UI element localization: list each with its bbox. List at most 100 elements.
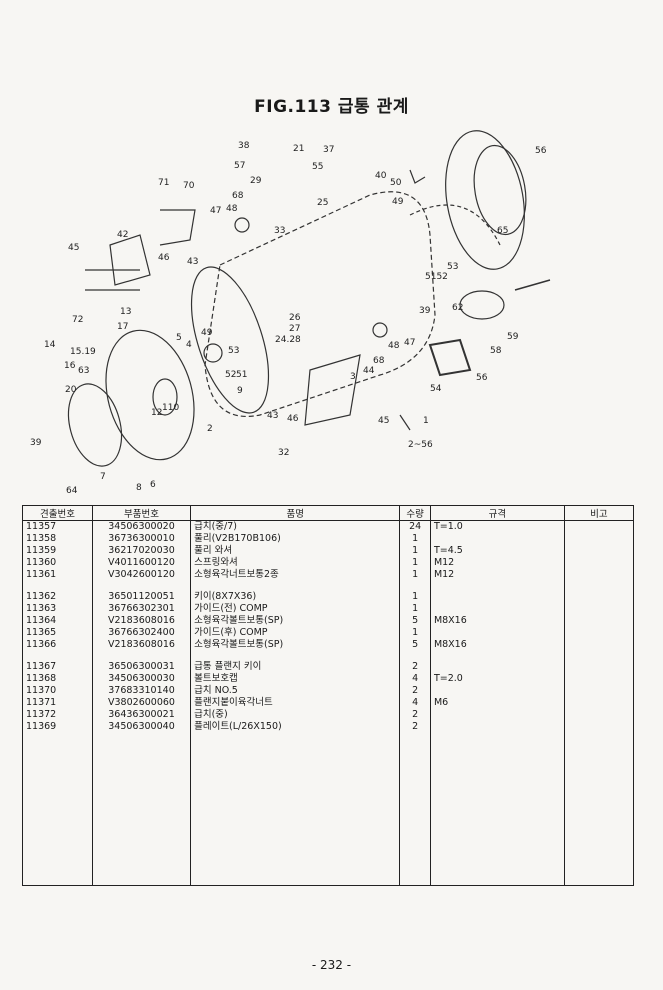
svg-text:21: 21 bbox=[293, 144, 304, 154]
qty: 4 bbox=[399, 697, 431, 709]
part-name: 볼트보호캡 bbox=[190, 673, 401, 685]
ref-no: 11370 bbox=[22, 685, 93, 697]
ref-no: 11357 bbox=[22, 520, 93, 533]
part-no: V3042600120 bbox=[91, 569, 192, 581]
spec: M8X16 bbox=[429, 615, 565, 627]
part-name: 스프링와셔 bbox=[190, 557, 401, 569]
part-no: 36217020030 bbox=[91, 545, 192, 557]
ref-no: 11358 bbox=[22, 533, 93, 545]
spec: T=1.0 bbox=[429, 520, 565, 533]
note bbox=[563, 569, 635, 581]
part-name: 플랜지붙이육각너트 bbox=[190, 697, 401, 709]
svg-text:49: 49 bbox=[392, 197, 404, 207]
svg-text:53: 53 bbox=[447, 262, 458, 272]
svg-text:50: 50 bbox=[390, 178, 402, 188]
qty: 4 bbox=[399, 673, 431, 685]
part-name: 급치(중) bbox=[190, 709, 401, 721]
note bbox=[563, 520, 635, 533]
svg-text:52: 52 bbox=[225, 370, 236, 380]
svg-text:20: 20 bbox=[65, 385, 77, 395]
note bbox=[563, 709, 635, 721]
svg-text:42: 42 bbox=[117, 230, 128, 240]
svg-text:54: 54 bbox=[430, 384, 442, 394]
svg-text:62: 62 bbox=[452, 303, 463, 313]
svg-text:39: 39 bbox=[30, 438, 42, 448]
svg-text:7: 7 bbox=[100, 472, 106, 482]
svg-text:13: 13 bbox=[120, 307, 131, 317]
svg-text:37: 37 bbox=[323, 145, 334, 155]
svg-text:14: 14 bbox=[44, 340, 56, 350]
qty: 5 bbox=[399, 615, 431, 627]
header-qty: 수량 bbox=[399, 505, 431, 521]
svg-text:8: 8 bbox=[136, 483, 142, 493]
part-no: 36506300031 bbox=[91, 661, 192, 673]
qty: 1 bbox=[399, 533, 431, 545]
svg-text:44: 44 bbox=[363, 366, 375, 376]
note bbox=[563, 591, 635, 603]
qty: 24 bbox=[399, 520, 431, 533]
svg-text:9: 9 bbox=[237, 386, 243, 396]
svg-text:63: 63 bbox=[78, 366, 89, 376]
svg-text:26: 26 bbox=[289, 313, 301, 323]
note bbox=[563, 627, 635, 639]
qty: 1 bbox=[399, 557, 431, 569]
spec: T=2.0 bbox=[429, 673, 565, 685]
part-no: 36736300010 bbox=[91, 533, 192, 545]
svg-text:48: 48 bbox=[388, 341, 400, 351]
svg-text:12: 12 bbox=[151, 408, 162, 418]
svg-text:40: 40 bbox=[375, 171, 387, 181]
spec: M8X16 bbox=[429, 639, 565, 651]
part-name: 급치(중/7) bbox=[190, 520, 401, 533]
spacer-row bbox=[22, 651, 635, 661]
qty: 1 bbox=[399, 569, 431, 581]
qty: 1 bbox=[399, 591, 431, 603]
note bbox=[563, 721, 635, 733]
svg-text:39: 39 bbox=[419, 306, 431, 316]
note bbox=[563, 557, 635, 569]
svg-text:24.28: 24.28 bbox=[275, 335, 301, 345]
ref-no: 11362 bbox=[22, 591, 93, 603]
svg-text:53: 53 bbox=[228, 346, 239, 356]
svg-text:3: 3 bbox=[350, 372, 356, 382]
page-number: - 232 - bbox=[311, 958, 352, 972]
table-header-row: 견출번호 부품번호 품명 수량 규격 비고 bbox=[22, 505, 635, 521]
part-name: 급통 플랜지 키이 bbox=[190, 661, 401, 673]
ref-no: 11359 bbox=[22, 545, 93, 557]
svg-text:1: 1 bbox=[423, 416, 429, 426]
header-part-no: 부품번호 bbox=[91, 505, 192, 521]
svg-text:58: 58 bbox=[490, 346, 502, 356]
part-no: V3802600060 bbox=[91, 697, 192, 709]
svg-text:48: 48 bbox=[226, 204, 238, 214]
svg-text:25: 25 bbox=[317, 198, 328, 208]
svg-text:64: 64 bbox=[66, 486, 78, 496]
part-name: 소형육각볼트보통(SP) bbox=[190, 615, 401, 627]
part-name: 키이(8X7X36) bbox=[190, 591, 401, 603]
note bbox=[563, 661, 635, 673]
spec bbox=[429, 685, 565, 697]
note bbox=[563, 697, 635, 709]
part-no: 36501120051 bbox=[91, 591, 192, 603]
ref-no: 11364 bbox=[22, 615, 93, 627]
ref-no: 11363 bbox=[22, 603, 93, 615]
svg-text:49: 49 bbox=[201, 328, 213, 338]
part-name: 플레이트(L/26X150) bbox=[190, 721, 401, 733]
qty: 2 bbox=[399, 661, 431, 673]
spec: M12 bbox=[429, 569, 565, 581]
svg-text:27: 27 bbox=[289, 324, 300, 334]
part-no: 37683310140 bbox=[91, 685, 192, 697]
svg-text:6: 6 bbox=[150, 480, 156, 490]
figure-title: FIG.113 급통 관계 bbox=[254, 97, 409, 117]
svg-text:47: 47 bbox=[404, 338, 415, 348]
svg-text:38: 38 bbox=[238, 141, 250, 151]
spacer-row bbox=[22, 581, 635, 591]
